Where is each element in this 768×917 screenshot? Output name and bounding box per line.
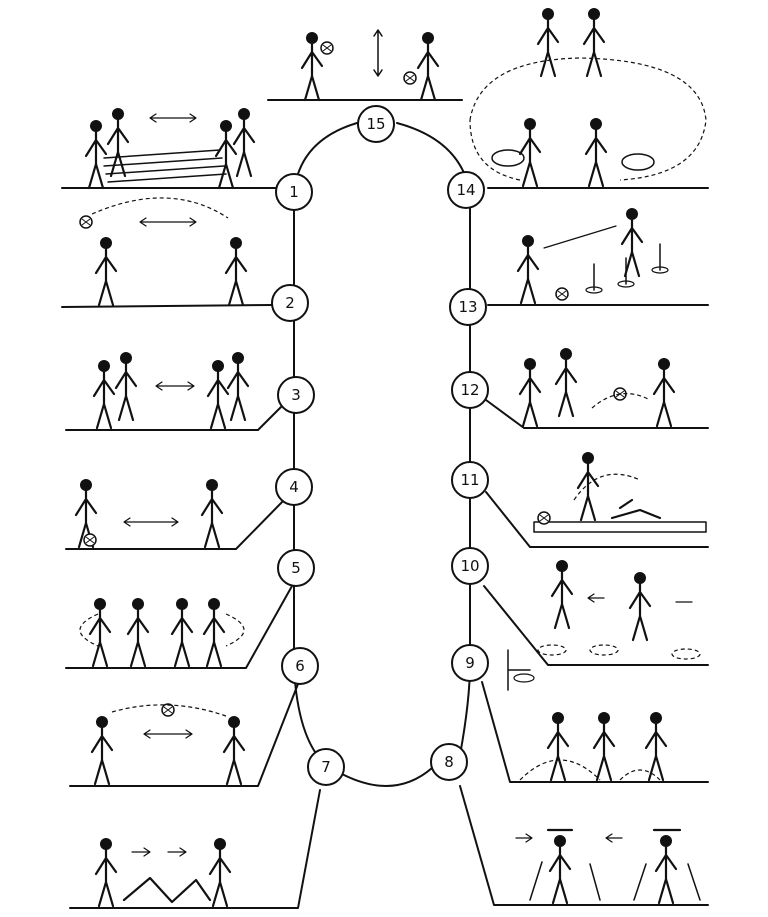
- station-marker-5: 5: [277, 549, 315, 587]
- station-circle: [275, 173, 313, 211]
- station-marker-7: 7: [307, 748, 345, 786]
- station-number: 7: [321, 758, 331, 776]
- station-marker-3: 3: [277, 376, 315, 414]
- station-number: 2: [285, 294, 295, 312]
- station-marker-13: 13: [449, 288, 487, 326]
- station-circle: [281, 647, 319, 685]
- station-marker-2: 2: [271, 284, 309, 322]
- station-circle: [451, 371, 489, 409]
- station-circle: [451, 461, 489, 499]
- station-circle: [357, 105, 395, 143]
- station-number: 4: [289, 478, 299, 496]
- station-number: 1: [289, 183, 299, 201]
- station-number: 15: [366, 115, 385, 133]
- station-circle: [277, 549, 315, 587]
- station-marker-10: 10: [451, 547, 489, 585]
- station-circle: [451, 547, 489, 585]
- station-circle: [449, 288, 487, 326]
- station-marker-11: 11: [451, 461, 489, 499]
- station-marker-4: 4: [275, 468, 313, 506]
- station-number: 13: [458, 298, 477, 316]
- station-number: 10: [460, 557, 479, 575]
- station-marker-14: 14: [447, 171, 485, 209]
- station-marker-6: 6: [281, 647, 319, 685]
- station-circle: [447, 171, 485, 209]
- station-number: 9: [465, 654, 475, 672]
- station-number: 14: [456, 181, 475, 199]
- station-marker-1: 1: [275, 173, 313, 211]
- station-number: 12: [460, 381, 479, 399]
- station-number: 5: [291, 559, 301, 577]
- exercise-illustrations: [74, 6, 707, 908]
- station-marker-9: 9: [451, 644, 489, 682]
- station-marker-12: 12: [451, 371, 489, 409]
- station-marker-15: 15: [357, 105, 395, 143]
- station-circle: [451, 644, 489, 682]
- station-panels: [61, 99, 709, 909]
- station-marker-8: 8: [430, 743, 468, 781]
- station-circle: [430, 743, 468, 781]
- station-number: 11: [460, 471, 479, 489]
- station-circle: [271, 284, 309, 322]
- station-circle: [307, 748, 345, 786]
- station-number: 3: [291, 386, 301, 404]
- track-path: [293, 122, 471, 787]
- station-number: 8: [444, 753, 454, 771]
- station-circle: [277, 376, 315, 414]
- station-circle: [275, 468, 313, 506]
- station-number: 6: [295, 657, 305, 675]
